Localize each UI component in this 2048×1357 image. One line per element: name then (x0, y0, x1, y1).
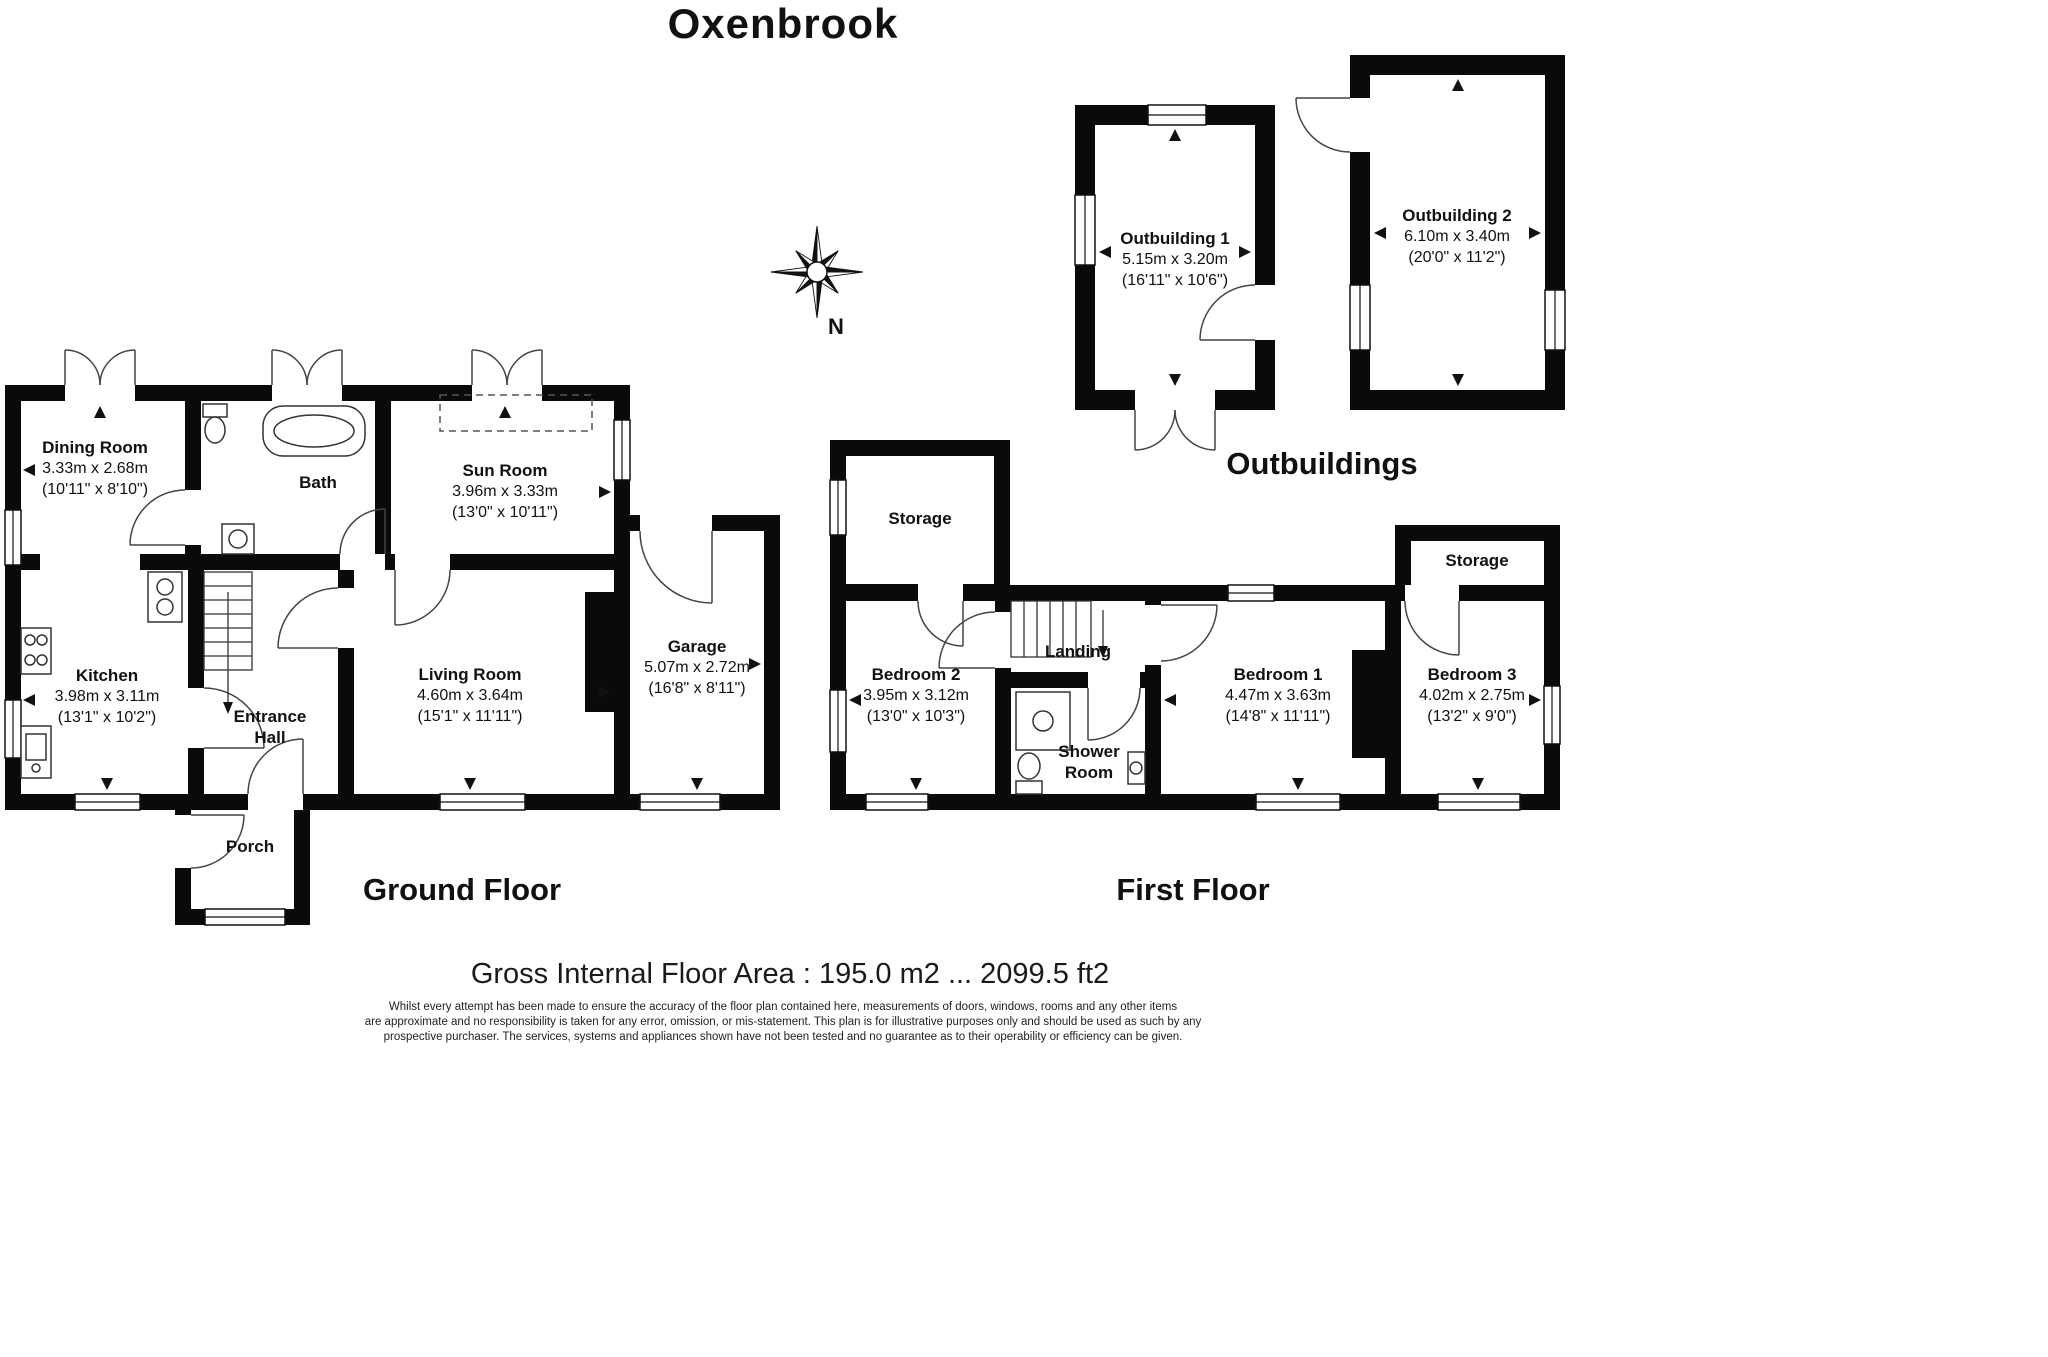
outbuildings-plan (1074, 55, 1566, 451)
first-measure-arrows (849, 694, 1541, 790)
compass-north-label: N (828, 314, 844, 339)
room-label-sun-room: Sun Room 3.96m x 3.33m (13'0" x 10'11") (451, 461, 559, 521)
first-doors (917, 600, 1460, 741)
disclaimer: Whilst every attempt has been made to en… (365, 1000, 1202, 1045)
room-label-entrance-hall: Entrance Hall (233, 707, 307, 747)
first-floor-title: First Floor (1116, 872, 1270, 907)
chimney-breast-first (1352, 650, 1401, 758)
cooker-icon (20, 627, 52, 675)
room-label-outbuilding2: Outbuilding 2 6.10m x 3.40m (20'0" x 11'… (1402, 206, 1512, 266)
room-label-porch: Porch (225, 837, 275, 856)
basin-icon (221, 523, 255, 555)
toilet-first-icon (1015, 752, 1043, 795)
outbuilding-windows (1074, 104, 1566, 351)
ground-doors (64, 349, 713, 869)
room-label-outbuilding1: Outbuilding 1 5.15m x 3.20m (16'11" x 10… (1120, 229, 1230, 289)
outbuilding-doors (1134, 97, 1351, 451)
room-label-garage: Garage 5.07m x 2.72m (16'8" x 8'11") (644, 637, 750, 697)
compass-rose-icon (770, 225, 864, 319)
stairs-ground (203, 571, 253, 714)
kitchen-sink-icon (20, 725, 52, 779)
ground-floor-title: Ground Floor (362, 872, 562, 907)
page-title: Oxenbrook (667, 0, 899, 47)
room-label-storage-right: Storage (1445, 551, 1509, 570)
basin-first-icon (1127, 751, 1146, 785)
hob-icon (147, 571, 183, 623)
ground-measure-arrows (23, 406, 761, 790)
room-label-bedroom1: Bedroom 1 4.47m x 3.63m (14'8" x 11'11") (1225, 665, 1331, 725)
room-label-landing: Landing (1044, 642, 1112, 661)
ground-windows (4, 419, 721, 926)
outbuilding-measure-arrows (1099, 79, 1541, 386)
room-label-bedroom3: Bedroom 3 4.02m x 2.75m (13'2" x 9'0") (1419, 665, 1525, 725)
disclaimer-line-2: are approximate and no responsibility is… (364, 1016, 1202, 1028)
gross-internal-area: Gross Internal Floor Area : 195.0 m2 ...… (470, 958, 1110, 990)
outbuildings-title: Outbuildings (1226, 446, 1418, 481)
room-label-dining: Dining Room 3.33m x 2.68m (10'11" x 8'10… (41, 438, 149, 498)
room-label-shower-room: Shower Room (1058, 742, 1120, 782)
room-label-storage-left: Storage (888, 509, 952, 528)
shower-tray-icon (1015, 691, 1071, 751)
toilet-icon (202, 403, 228, 444)
first-windows (829, 479, 1561, 811)
room-label-bath: Bath (299, 473, 337, 492)
room-label-bedroom2: Bedroom 2 3.95m x 3.12m (13'0" x 10'3") (863, 665, 969, 725)
stairs-first (1010, 600, 1108, 658)
roof-light-outline (439, 394, 593, 432)
bathtub-icon (262, 405, 366, 457)
room-label-kitchen: Kitchen 3.98m x 3.11m (13'1" x 10'2") (54, 666, 160, 726)
room-label-living-room: Living Room 4.60m x 3.64m (15'1" x 11'11… (417, 665, 523, 725)
disclaimer-line-3: prospective purchaser. The services, sys… (383, 1031, 1183, 1043)
first-floor-plan (829, 440, 1561, 811)
ground-floor-plan (4, 349, 780, 926)
disclaimer-line-1: Whilst every attempt has been made to en… (388, 1001, 1178, 1013)
